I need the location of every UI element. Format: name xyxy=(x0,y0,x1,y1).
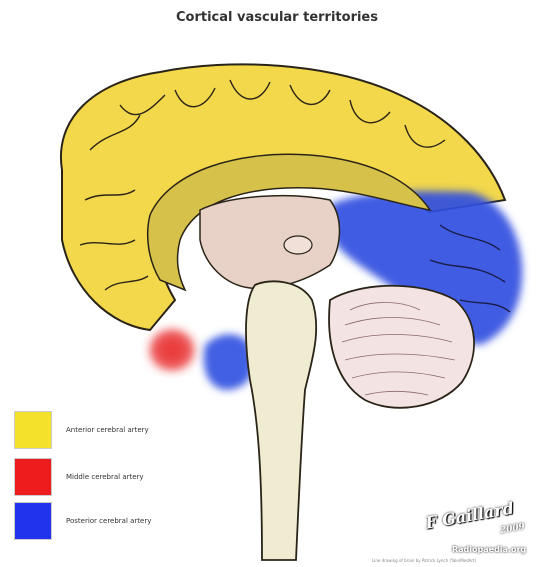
legend-swatch-middle xyxy=(14,458,52,496)
legend-swatch-anterior xyxy=(14,411,52,449)
legend-row-anterior: Anterior cerebral artery xyxy=(14,411,149,449)
image-credit: Line drawing of brain by Patrick Lynch (… xyxy=(372,558,476,563)
legend-label-middle: Middle cerebral artery xyxy=(66,473,144,481)
legend-label-posterior: Posterior cerebral artery xyxy=(66,517,151,525)
source-site: Radiopaedia.org xyxy=(452,545,526,554)
middle-territory xyxy=(146,326,198,374)
thalamic-adhesion xyxy=(284,236,312,254)
legend-row-posterior: Posterior cerebral artery xyxy=(14,502,151,540)
deep-structures xyxy=(200,196,339,289)
brainstem xyxy=(246,281,316,560)
legend-swatch-posterior xyxy=(14,502,52,540)
legend-label-anterior: Anterior cerebral artery xyxy=(66,426,149,434)
legend-row-middle: Middle cerebral artery xyxy=(14,458,144,496)
